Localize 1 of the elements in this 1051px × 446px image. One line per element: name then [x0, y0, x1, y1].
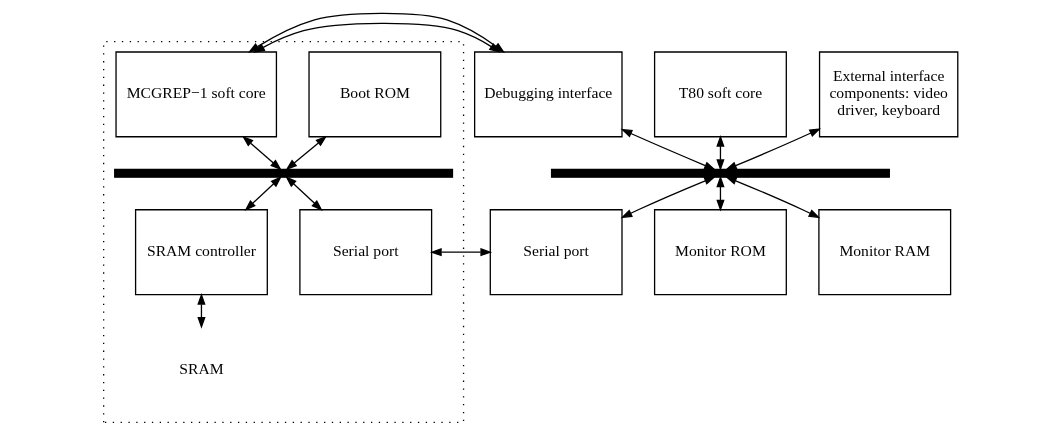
node-text: SRAM [179, 359, 224, 377]
